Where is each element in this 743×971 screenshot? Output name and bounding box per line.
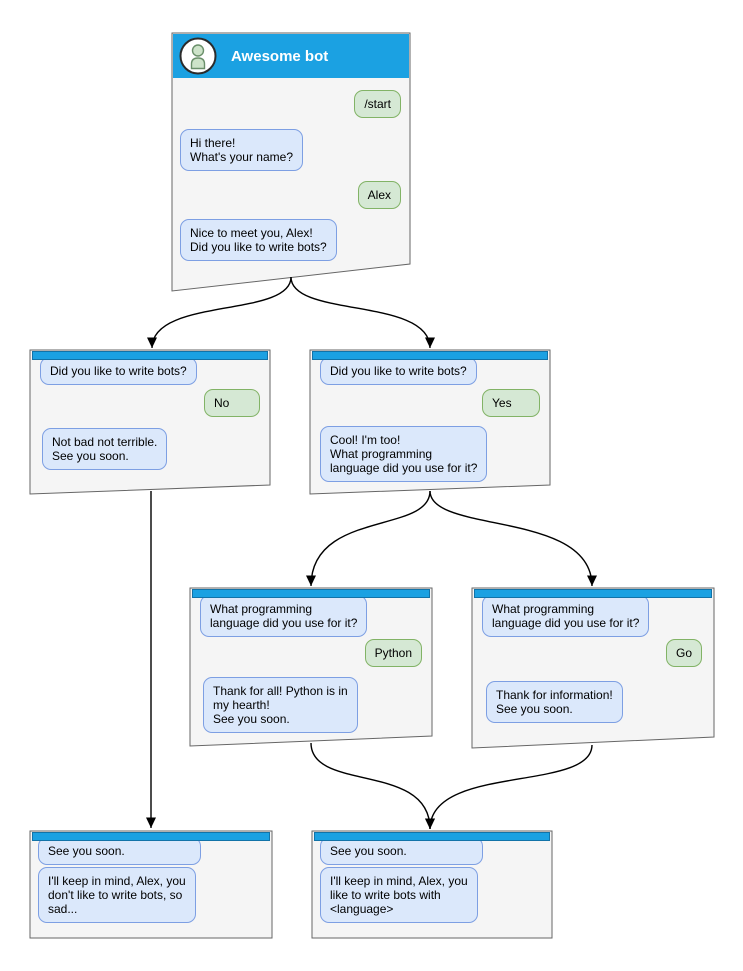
message-bubble-bot: Nice to meet you, Alex! Did you like to … [180,219,337,261]
end-language-window: See you soon. I'll keep in mind, Alex, y… [312,831,552,938]
window-title-strip [32,832,270,841]
arrow-python-to-end [310,742,435,830]
window-title-strip [474,589,712,598]
window-title-strip [192,589,430,598]
python-branch-window: What programming language did you use fo… [190,588,432,746]
message-bubble-bot: Thank for information! See you soon. [486,681,623,723]
chat-title: Awesome bot [231,47,329,65]
message-bubble-bot: Hi there! What's your name? [180,129,304,171]
message-bubble-user: Python [364,639,422,667]
message-bubble-bot: See you soon. [320,837,483,865]
message-bubble-bot: I'll keep in mind, Alex, you don't like … [38,867,196,923]
window-title-strip [314,832,550,841]
message-bubble-user: No [204,389,260,417]
arrow-yes-to-python [306,490,431,587]
arrow-go-to-end [425,744,593,830]
message-bubble-user: Go [665,639,702,667]
message-bubble-bot: Cool! I'm too! What programming language… [320,426,488,482]
message-bubble-bot: See you soon. [38,837,201,865]
bot-avatar-icon [179,37,217,75]
no-branch-window: Did you like to write bots? No Not bad n… [30,350,270,495]
message-bubble-bot: What programming language did you use fo… [200,595,368,637]
message-bubble-user: Yes [482,389,540,417]
message-bubble-user: Alex [357,181,401,209]
main-chat-window: Awesome bot /start Hi there! What's your… [172,33,410,292]
message-bubble-bot: Did you like to write bots? [40,357,197,385]
arrow-yes-to-go [429,490,597,587]
go-branch-window: What programming language did you use fo… [472,588,714,748]
arrow-main-to-no [147,276,292,349]
message-bubble-bot: I'll keep in mind, Alex, you like to wri… [320,867,478,923]
message-bubble-bot: What programming language did you use fo… [482,595,650,637]
message-bubble-bot: Did you like to write bots? [320,357,477,385]
window-title-strip [312,351,548,360]
end-no-window: See you soon. I'll keep in mind, Alex, y… [30,831,272,938]
yes-branch-window: Did you like to write bots? Yes Cool! I'… [310,350,550,495]
message-bubble-bot: Not bad not terrible. See you soon. [42,428,168,470]
window-title-strip [32,351,268,360]
arrow-main-to-yes [290,276,435,349]
chat-header: Awesome bot [173,34,409,78]
message-bubble-bot: Thank for all! Python is in my hearth! S… [203,677,358,733]
message-bubble-user: /start [354,90,401,118]
